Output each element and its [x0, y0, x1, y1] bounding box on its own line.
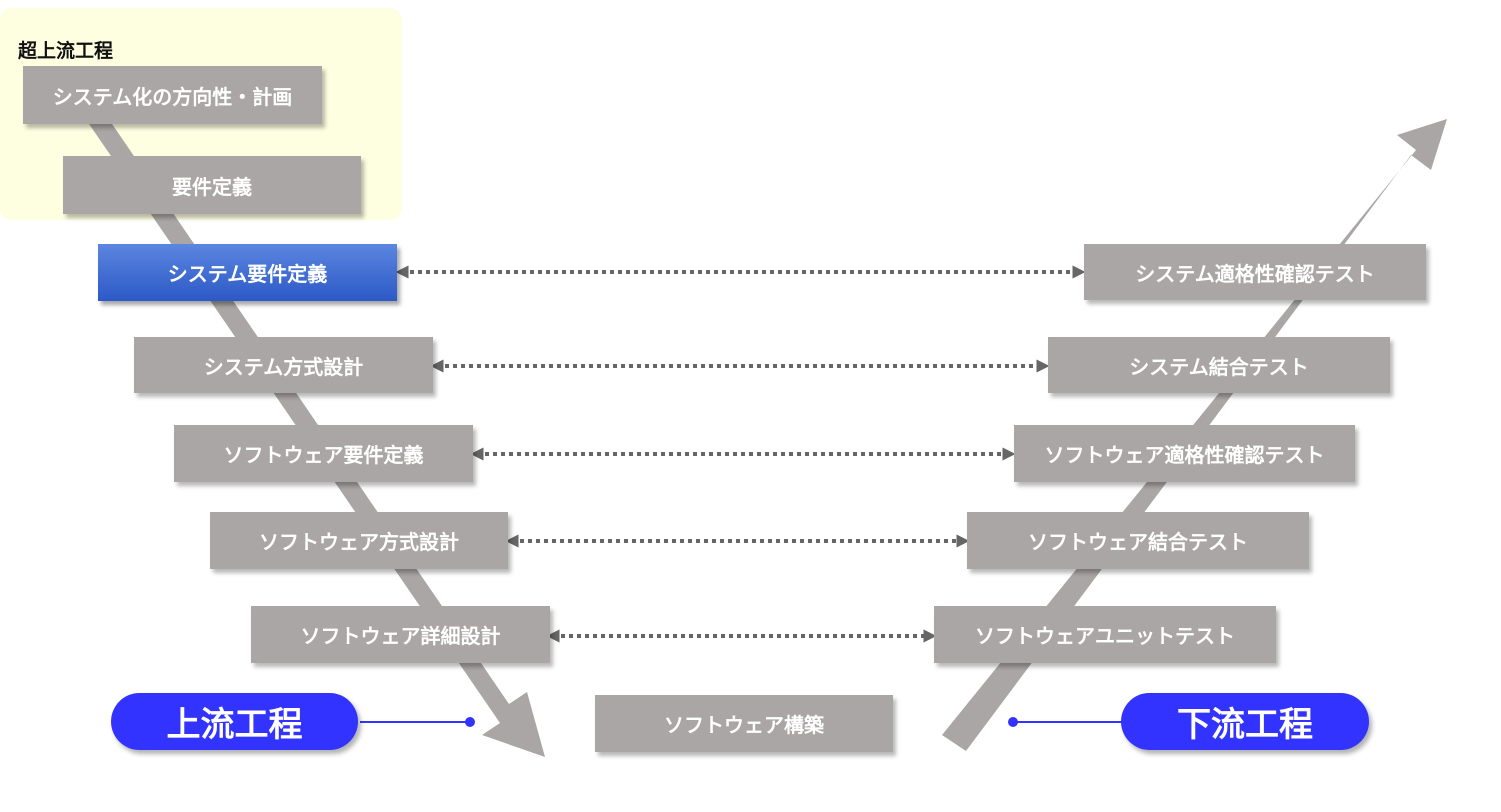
step-software-detail-design: ソフトウェア詳細設計: [251, 606, 550, 663]
step-software-design: ソフトウェア方式設計: [210, 512, 508, 569]
step-software-integration-test: ソフトウェア結合テスト: [967, 512, 1309, 569]
step-system-integration-test: システム結合テスト: [1048, 337, 1390, 393]
step-system-planning: システム化の方向性・計画: [23, 66, 322, 124]
step-requirements-definition: 要件定義: [63, 156, 361, 214]
step-software-unit-test: ソフトウェアユニットテスト: [934, 606, 1276, 663]
step-software-construction: ソフトウェア構築: [595, 695, 893, 752]
upstream-connector-dot: [465, 717, 475, 727]
super-upstream-label: 超上流工程: [18, 40, 114, 62]
downstream-pill: 下流工程: [1121, 693, 1369, 750]
step-software-requirements: ソフトウェア要件定義: [174, 425, 473, 482]
step-system-design: システム方式設計: [134, 337, 433, 393]
upstream-pill: 上流工程: [111, 693, 358, 750]
step-system-qualification-test: システム適格性確認テスト: [1084, 244, 1426, 300]
step-system-requirements: システム要件定義: [98, 244, 397, 301]
downstream-connector-dot: [1008, 717, 1018, 727]
step-software-qualification-test: ソフトウェア適格性確認テスト: [1014, 425, 1355, 482]
